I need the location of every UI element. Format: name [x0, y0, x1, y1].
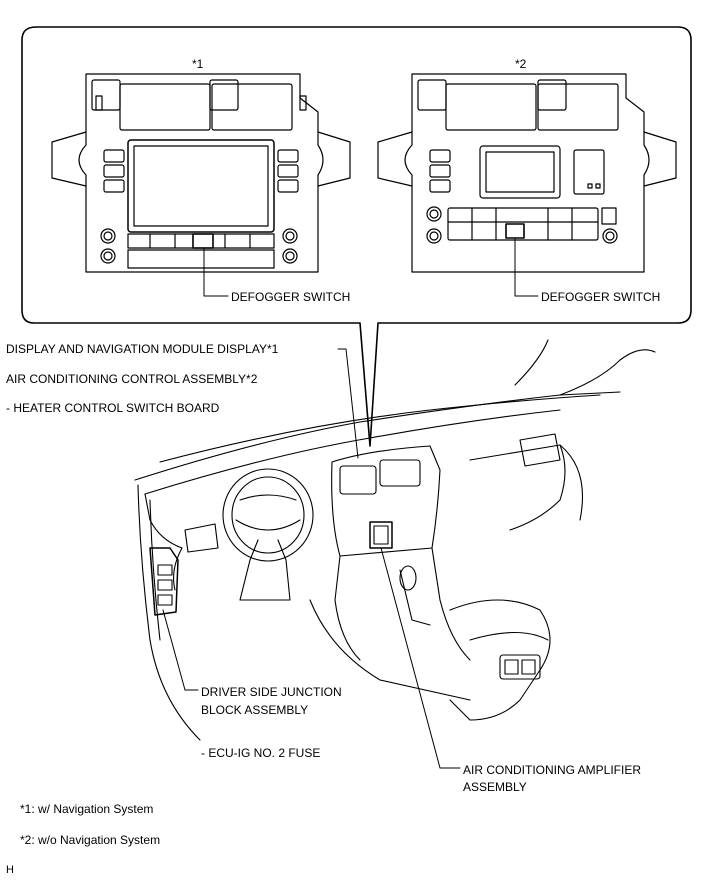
- label-amplifier-line2: ASSEMBLY: [463, 780, 527, 794]
- label-junction-block-line1: DRIVER SIDE JUNCTION: [201, 685, 342, 699]
- defogger-switch-label-1: DEFOGGER SWITCH: [231, 290, 351, 304]
- center-panel-without-navigation: [377, 73, 677, 273]
- leader-defogger-1: [203, 247, 229, 297]
- label-heater-control-board: - HEATER CONTROL SWITCH BOARD: [6, 401, 220, 415]
- leader-defogger-2: [514, 237, 539, 297]
- footnote-2: *2: w/o Navigation System: [20, 833, 161, 847]
- center-panel-with-navigation: [51, 73, 351, 273]
- leader-junction-block: [162, 609, 199, 691]
- defogger-switch-label-2: DEFOGGER SWITCH: [541, 290, 661, 304]
- label-junction-block-line2: BLOCK ASSEMBLY: [201, 703, 309, 717]
- variant-mark-2: *2: [515, 57, 527, 71]
- footnote-1: *1: w/ Navigation System: [20, 802, 154, 816]
- callout-box: [21, 26, 692, 447]
- figure-code: H: [6, 864, 14, 876]
- leader-amplifier: [380, 547, 461, 769]
- variant-mark-1: *1: [192, 57, 204, 71]
- label-ac-control-assembly: AIR CONDITIONING CONTROL ASSEMBLY*2: [6, 372, 258, 386]
- dashboard-illustration: [134, 339, 656, 741]
- defogger-switch-2: [505, 223, 525, 239]
- label-ecu-ig-fuse: - ECU-IG NO. 2 FUSE: [201, 746, 321, 760]
- leader-display-nav: [337, 348, 359, 459]
- defogger-switch-1: [192, 233, 214, 249]
- label-display-nav-module: DISPLAY AND NAVIGATION MODULE DISPLAY*1: [6, 342, 279, 356]
- label-amplifier-line1: AIR CONDITIONING AMPLIFIER: [463, 763, 642, 777]
